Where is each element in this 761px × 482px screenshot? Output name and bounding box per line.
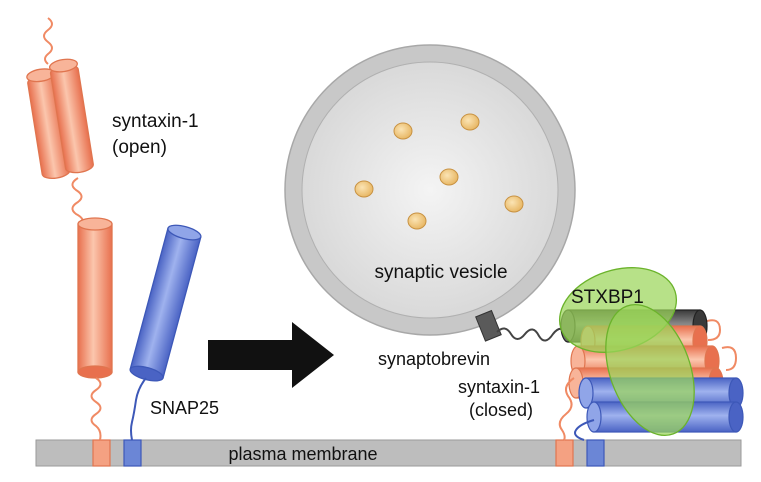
syntaxin-open-tail-bottom (90, 377, 102, 441)
syntaxin-closed-label-line2: (closed) (469, 400, 533, 420)
synaptic-vesicle-label: synaptic vesicle (374, 262, 507, 283)
snap25-linker (130, 377, 147, 441)
neurotransmitter-dot (504, 195, 524, 213)
neurotransmitter-dot (439, 168, 459, 186)
neurotransmitter-dot (407, 212, 427, 230)
snap25-anchor-right (586, 439, 605, 467)
syntaxin-closed-tail-right (721, 346, 738, 371)
syntaxin-open-tail-top (43, 17, 53, 65)
syntaxin-open-linker (71, 177, 85, 227)
plasma-membrane (35, 439, 742, 467)
neurotransmitter-dot (460, 113, 480, 131)
syntaxin-open-label-line2: (open) (112, 137, 167, 158)
synaptic-vesicle-lumen (301, 61, 559, 319)
neurotransmitter-dot (393, 122, 413, 140)
syntaxin-anchor-left (92, 439, 111, 467)
syntaxin-open-habc-domain (26, 58, 94, 180)
syntaxin-open-snare-helix (77, 223, 113, 373)
snap25-closed-tail-bottom (574, 419, 595, 441)
neurotransmitter-dot (354, 180, 374, 198)
stxbp1-label: STXBP1 (571, 287, 644, 308)
synaptobrevin-linker (496, 327, 566, 342)
snap25-helix (129, 224, 202, 382)
syntaxin-closed-label-line1: syntaxin-1 (458, 377, 540, 397)
snap25-label: SNAP25 (150, 398, 219, 418)
stxbp1-protein (558, 267, 695, 436)
snap25-anchor-left (123, 439, 142, 467)
syntaxin-closed-tail-top (703, 319, 722, 341)
synaptobrevin-label: synaptobrevin (378, 349, 490, 369)
synaptobrevin-anchor (475, 309, 502, 342)
syntaxin-open-label-line1: syntaxin-1 (112, 111, 199, 132)
transition-arrow (208, 322, 334, 388)
syntaxin-closed-tail-bottom (558, 377, 575, 441)
syntaxin-anchor-right (555, 439, 574, 467)
plasma-membrane-label: plasma membrane (228, 444, 377, 464)
